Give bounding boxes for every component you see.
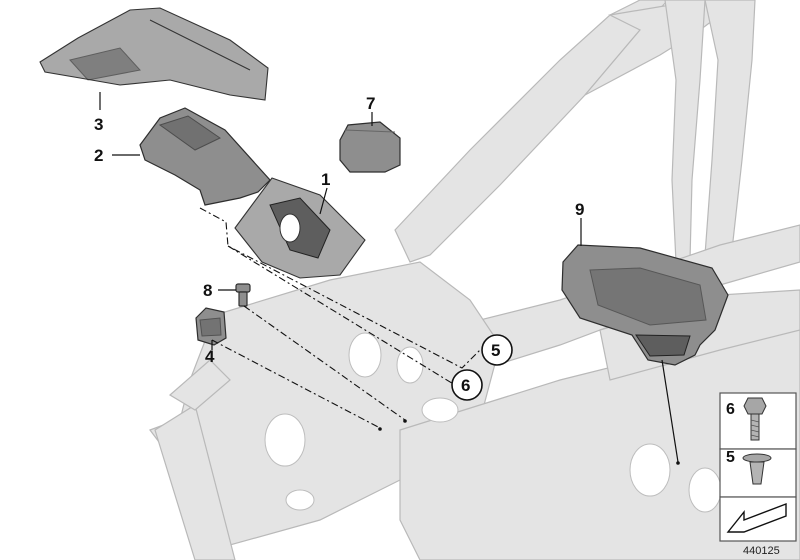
callout-2: 2 <box>94 146 103 165</box>
part-8-pin <box>235 283 251 307</box>
callout-labels: 3 2 1 7 9 8 4 5 6 <box>94 94 584 401</box>
part-4-block <box>195 307 227 346</box>
part-9-panel <box>561 244 729 366</box>
callout-7: 7 <box>366 94 375 113</box>
callout-8: 8 <box>203 281 212 300</box>
flat-head-screw-icon <box>742 453 772 485</box>
part-3-upper-cover <box>39 7 269 101</box>
diagram-code: 440125 <box>743 545 780 557</box>
callout-5: 5 <box>491 341 500 360</box>
part-7-cap <box>339 121 401 173</box>
legend-item-5-label: 5 <box>726 449 735 466</box>
hex-bolt-icon <box>743 397 767 441</box>
leader-lines <box>99 92 680 465</box>
callout-6: 6 <box>461 376 470 395</box>
direction-arrow-icon <box>726 502 787 533</box>
part-2-channel <box>139 107 271 206</box>
part-1-bracket <box>234 177 366 279</box>
callout-4: 4 <box>205 347 215 366</box>
callout-1: 1 <box>321 170 330 189</box>
callout-3: 3 <box>94 115 103 134</box>
callout-9: 9 <box>575 200 584 219</box>
fastener-legend: 6 5 <box>719 392 797 542</box>
legend-item-6-label: 6 <box>726 401 735 418</box>
